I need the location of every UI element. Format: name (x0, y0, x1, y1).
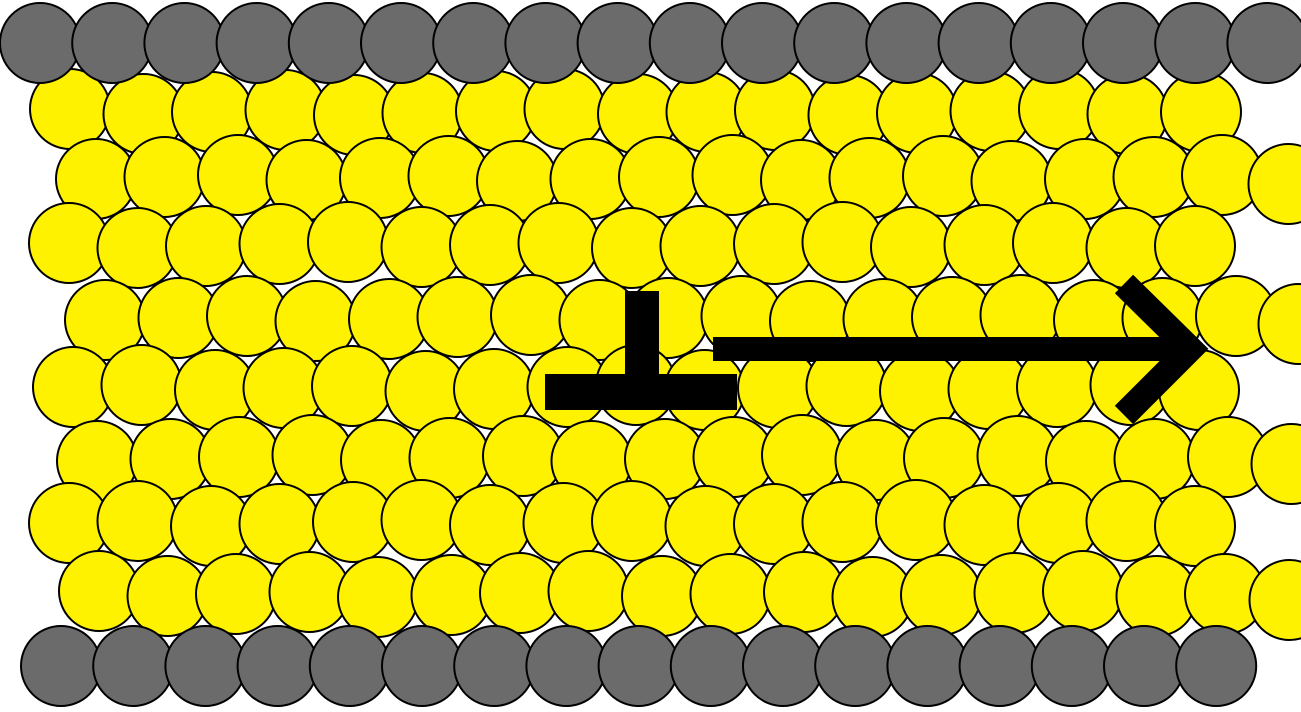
lattice-atom (307, 201, 389, 283)
boundary-atom (669, 625, 752, 707)
dislocation-base (545, 374, 737, 410)
boundary-atom (742, 625, 824, 707)
boundary-atom (287, 2, 370, 84)
lattice-atoms (28, 68, 1301, 641)
boundary-atom (597, 625, 680, 707)
lattice-atom (1154, 205, 1236, 287)
boundary-atom (381, 625, 463, 707)
boundary-atom (71, 2, 154, 84)
lattice-atom (870, 206, 952, 288)
lattice-atom (659, 205, 742, 287)
lattice-atom (900, 554, 982, 636)
lattice-atom (1042, 550, 1124, 632)
boundary-atom (1154, 2, 1237, 84)
edge-dislocation-symbol (545, 291, 737, 410)
boundary-atom (937, 2, 1020, 84)
boundary-atom (308, 625, 391, 707)
boundary-atom (721, 2, 803, 84)
boundary-atom (958, 625, 1041, 707)
boundary-atom (0, 2, 81, 84)
lattice-atom (1257, 283, 1301, 365)
lattice-atom (337, 556, 419, 638)
lattice-atom (96, 480, 179, 562)
boundary-atom (1103, 625, 1185, 707)
boundary-atom (20, 625, 102, 707)
boundary-atom (453, 625, 536, 707)
boundary-atom (1082, 2, 1164, 84)
lattice-atom (311, 345, 393, 427)
boundary-atom (143, 2, 226, 84)
lattice-atom (689, 553, 772, 635)
lattice-atom (1250, 423, 1301, 505)
boundary-atom (886, 625, 969, 707)
lattice-atom (1012, 202, 1094, 284)
boundary-atom (814, 625, 897, 707)
lattice-atom (801, 481, 884, 563)
boundary-atom (504, 2, 587, 84)
boundary-atom (92, 625, 175, 707)
lattice-atom (591, 480, 673, 562)
arrow-head (1114, 274, 1209, 425)
lattice-atom (165, 205, 247, 287)
boundary-atom (236, 625, 319, 707)
lattice-atom (1248, 559, 1301, 641)
lattice-atom (547, 550, 630, 632)
lattice-atom (123, 136, 206, 218)
boundary-atom (793, 2, 876, 84)
boundary-atom (1030, 625, 1113, 707)
lattice-atom (100, 344, 183, 426)
lattice-atom (618, 136, 700, 218)
boundary-atom (576, 2, 659, 84)
boundary-atom (1009, 2, 1092, 84)
boundary-atom (865, 2, 948, 84)
boundary-atom (432, 2, 515, 84)
boundary-atom (525, 625, 608, 707)
lattice-atom (1154, 485, 1236, 567)
bottom-boundary-layer (20, 625, 1258, 707)
boundary-atom (1226, 2, 1301, 84)
lattice-atom (1247, 143, 1301, 225)
boundary-atom (1175, 625, 1258, 707)
boundary-atom (215, 2, 298, 84)
top-boundary-layer (0, 2, 1301, 84)
lattice-atom (517, 202, 600, 284)
boundary-atom (164, 625, 247, 707)
boundary-atom (648, 2, 731, 84)
lattice-atom (416, 276, 499, 358)
lattice-atom (195, 553, 277, 635)
boundary-atom (360, 2, 442, 84)
dislocation-stem (625, 291, 659, 381)
arrow-right-icon (713, 274, 1209, 425)
